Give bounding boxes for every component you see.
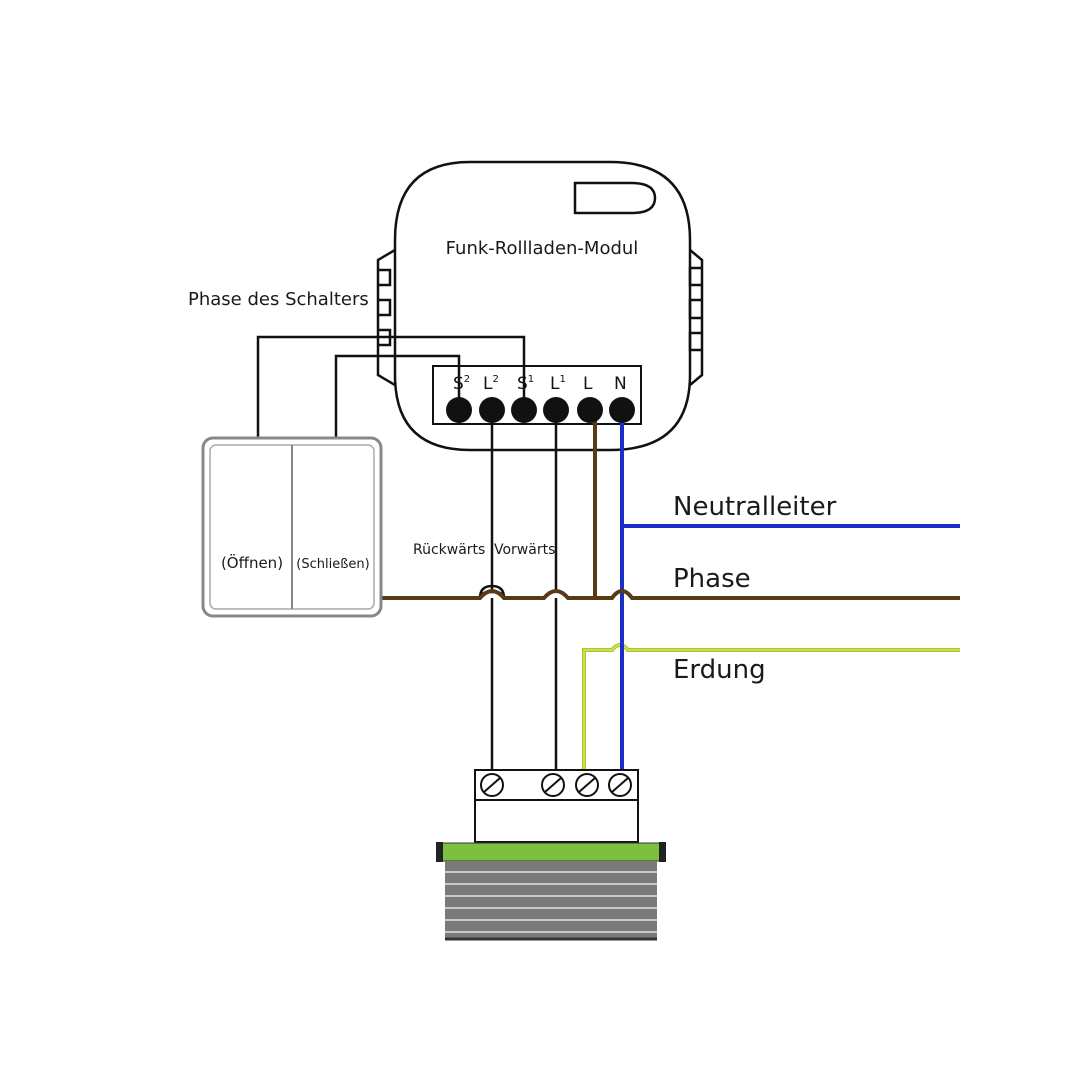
terminal-label-n: N — [614, 374, 627, 394]
double-switch: (Öffnen) (Schließen) — [201, 436, 383, 618]
screw-slot — [483, 777, 501, 793]
motor-left-cap — [436, 842, 443, 862]
backward-label: Rückwärts — [413, 542, 485, 558]
terminal-screw-l — [577, 397, 603, 423]
terminal-screw-s1 — [511, 397, 537, 423]
terminal-label-l1: L1 — [550, 374, 566, 394]
terminal-label-base: N — [614, 374, 627, 394]
terminal-label-l: L — [583, 374, 593, 394]
switch-open-label: (Öffnen) — [221, 553, 283, 572]
module: Funk-Rollladen-Modul — [376, 160, 704, 452]
terminal-label-base: L — [483, 374, 493, 394]
motor-body — [445, 861, 657, 939]
wire-switch-s2 — [334, 354, 461, 438]
module-left-clip — [376, 248, 396, 387]
screw-slot — [578, 777, 596, 793]
screw-slot — [544, 777, 562, 793]
screw-slot — [611, 777, 629, 793]
neutral-label: Neutralleiter — [673, 492, 837, 522]
terminal-label-l2: L2 — [483, 374, 499, 394]
shutter-motor — [436, 842, 666, 941]
module-title: Funk-Rollladen-Modul — [446, 238, 639, 259]
motor-connector — [474, 769, 639, 843]
motor-slats — [445, 871, 657, 933]
terminal-screw-l1 — [543, 397, 569, 423]
terminal-label-sup: 1 — [528, 374, 534, 385]
terminal-label-base: L — [583, 374, 593, 394]
terminal-label-base: L — [550, 374, 560, 394]
switch-phase-label: Phase des Schalters — [188, 289, 369, 310]
wire-phase — [380, 410, 960, 600]
terminal-screws — [446, 397, 635, 423]
terminal-screw-l2 — [479, 397, 505, 423]
switch-close-label: (Schließen) — [296, 557, 369, 572]
terminal-label-base: S — [517, 374, 528, 394]
forward-label: Vorwärts — [494, 542, 555, 558]
terminal-screw-s2 — [446, 397, 472, 423]
module-right-clip — [688, 249, 704, 386]
phase-label: Phase — [673, 564, 751, 594]
wire-switch-s1 — [256, 335, 526, 438]
terminal-screw-n — [609, 397, 635, 423]
terminal-label-sup: 1 — [559, 374, 565, 385]
motor-right-cap — [659, 842, 666, 862]
connector-screws — [480, 773, 632, 797]
module-slot — [573, 181, 657, 215]
wire-earth-stripe — [583, 644, 960, 775]
wire-earth — [582, 643, 960, 775]
terminal-label-sup: 2 — [492, 374, 498, 385]
earth-label: Erdung — [673, 655, 766, 685]
terminal-label-s1: S1 — [517, 374, 534, 394]
terminal-label-sup: 2 — [464, 374, 470, 385]
motor-top-green — [439, 842, 663, 862]
